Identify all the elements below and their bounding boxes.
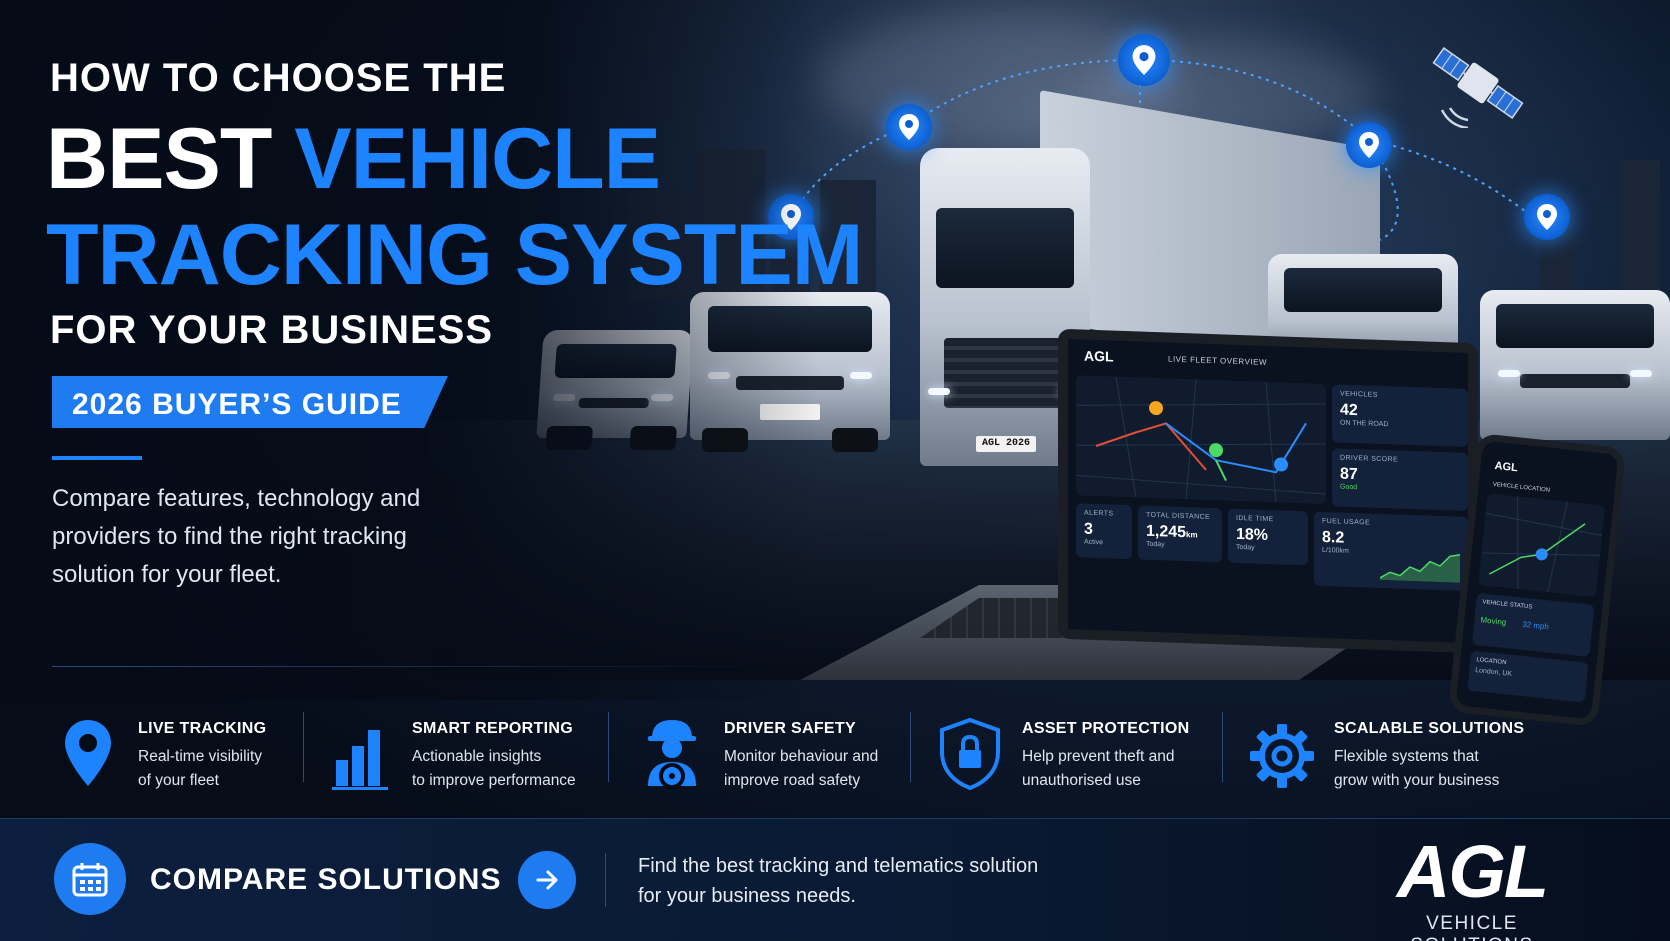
satellite-icon [1432,47,1524,128]
compare-arrow-button[interactable] [518,851,576,909]
phone-title: VEHICLE LOCATION [1492,481,1551,494]
shield-lock-icon [940,717,1000,791]
alerts-card: ALERTS 3 Active [1076,503,1132,560]
truck-plate: AGL 2026 [976,436,1036,452]
feature-line: Actionable insights [412,748,542,765]
accent-divider [52,456,142,460]
van-far-right [1480,290,1670,440]
map-pin-icon [1118,34,1170,86]
feature-line: improve road safety [724,772,861,789]
phone-logo: AGL [1494,459,1519,475]
heading-word-vehicle: VEHICLE [294,111,661,207]
gear-icon [1250,724,1314,788]
brand-logo: AGL VEHICLE SOLUTIONS [1362,835,1582,941]
brand-subtitle: VEHICLE SOLUTIONS [1410,913,1532,941]
feature-title: SMART REPORTING [412,720,573,737]
feature-line: unauthorised use [1022,772,1141,789]
phone-map [1478,493,1606,598]
map-pin-icon [1524,194,1570,240]
heading-word-best: BEST [46,111,272,207]
feature-smart-reporting: SMART REPORTING Actionable insights to i… [332,708,612,808]
feature-separator [608,712,609,782]
badge-label: 2026 BUYER’S GUIDE [72,388,402,421]
heading-line-2: BEST VEHICLE [46,116,661,202]
total-distance-card: TOTAL DISTANCE 1,245km Today [1138,505,1222,563]
cta-separator [605,853,606,907]
feature-line: of your fleet [138,772,219,789]
driver-score-card: DRIVER SCORE 87 Good [1332,448,1468,511]
bar-chart-icon [332,730,388,790]
compare-solutions-link[interactable]: COMPARE SOLUTIONS [150,863,502,896]
heading-line-1: HOW TO CHOOSE THE [50,56,507,100]
fuel-sparkline [1380,553,1460,583]
idle-time-card: IDLE TIME 18% Today [1228,508,1308,566]
section-divider [52,666,792,667]
feature-title: LIVE TRACKING [138,720,267,737]
vehicles-card: VEHICLES 42 ON THE ROAD [1332,384,1468,447]
feature-asset-protection: ASSET PROTECTION Help prevent theft and … [938,708,1218,808]
feature-separator [1222,712,1223,782]
feature-line: Real-time visibility [138,748,263,765]
phone-app: AGL VEHICLE LOCATION VEHICLE STATUS Movi… [1447,432,1627,728]
dashboard-logo: AGL [1084,347,1114,365]
feature-line: to improve performance [412,772,576,789]
feature-line: grow with your business [1334,772,1500,789]
cta-bar: COMPARE SOLUTIONS Find the best tracking… [0,818,1670,941]
feature-line: Flexible systems that [1334,748,1479,765]
fleet-map [1076,375,1326,505]
feature-line: Help prevent theft and [1022,748,1175,765]
arrow-right-icon [536,870,558,890]
fuel-usage-card: FUEL USAGE 8.2 L/100km [1314,511,1468,591]
feature-driver-safety: DRIVER SAFETY Monitor behaviour and impr… [638,708,908,808]
brand-wordmark: AGL [1396,830,1549,913]
dashboard-title: LIVE FLEET OVERVIEW [1168,354,1268,367]
driver-icon [648,720,696,789]
feature-separator [303,712,304,782]
map-pin-icon [886,104,932,150]
location-card: LOCATION London, UK [1467,650,1589,703]
feature-line: Monitor behaviour and [724,748,879,765]
laptop-dashboard: AGL LIVE FLEET OVERVIEW VEHICLES 42 ON T… [1058,328,1478,654]
feature-separator [910,712,911,782]
feature-title: ASSET PROTECTION [1022,720,1190,737]
calendar-button[interactable] [54,843,126,915]
cta-description: Find the best tracking and telematics so… [638,855,1039,907]
feature-scalable-solutions: SCALABLE SOLUTIONS Flexible systems that… [1250,708,1550,808]
feature-title: DRIVER SAFETY [724,720,856,737]
map-pin-icon [65,720,111,786]
text-backdrop [0,0,820,700]
intro-description: Compare features, technology and provide… [52,485,421,588]
calendar-icon [72,863,108,897]
vehicle-status-card: VEHICLE STATUS Moving 32 mph [1471,592,1595,657]
feature-live-tracking: LIVE TRACKING Real-time visibility of yo… [60,708,300,808]
heading-line-3: TRACKING SYSTEM [46,207,863,303]
buyers-guide-badge: 2026 BUYER’S GUIDE [52,376,448,428]
map-pin-icon [1346,122,1392,168]
feature-title: SCALABLE SOLUTIONS [1334,720,1525,737]
heading-line-4: FOR YOUR BUSINESS [50,308,493,352]
